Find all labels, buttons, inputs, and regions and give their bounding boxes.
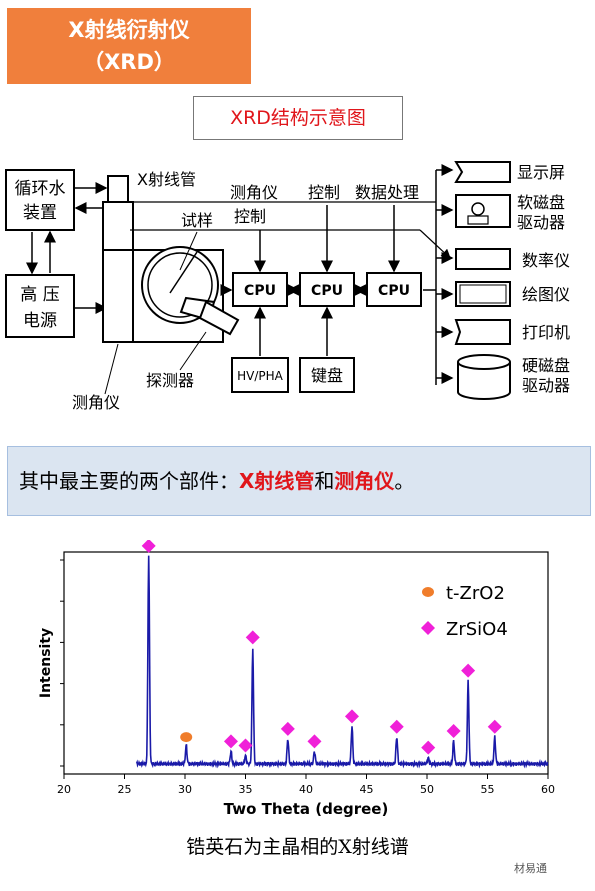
- peak-marker-zrsio4-9: [421, 740, 436, 755]
- x-tick-label-8: 60: [541, 783, 555, 796]
- data-processing-label: 数据处理: [355, 183, 419, 202]
- control-label: 控制: [308, 183, 340, 202]
- device-label-2: 数率仪: [522, 251, 570, 270]
- legend-label-1: ZrSiO4: [446, 619, 508, 640]
- xrd-line: [135, 555, 549, 769]
- device-label-1b: 驱动器: [517, 213, 565, 232]
- device-label-5: 硬磁盘: [522, 356, 570, 375]
- caption-mid: 和: [314, 469, 335, 493]
- xray-tube-top: [107, 175, 129, 203]
- detector-head: [198, 300, 240, 336]
- sample-label: 试样: [181, 211, 213, 230]
- cpu-label-2: CPU: [311, 283, 343, 299]
- goniometer-control-label-2: 控制: [234, 207, 266, 226]
- title-banner: X射线衍射仪 （XRD）: [7, 8, 251, 84]
- peak-marker-zrsio4-2: [223, 734, 238, 749]
- peak-marker-zrsio4-5: [280, 721, 295, 736]
- peak-marker-zrsio4-6: [307, 734, 322, 749]
- device-label-4: 打印机: [522, 323, 570, 342]
- hard-disk-device-icon: [457, 362, 511, 400]
- cpu-box-3: [366, 272, 422, 307]
- goniometer-label: 测角仪: [72, 393, 120, 412]
- legend-marker-1: [421, 621, 435, 635]
- display-device-icon: [454, 161, 511, 183]
- x-tick-label-1: 25: [118, 783, 132, 796]
- x-tick-label-5: 45: [360, 783, 374, 796]
- peak-marker-zrsio4-0: [141, 540, 156, 553]
- peak-marker-zrsio4-8: [389, 719, 404, 734]
- diagram-subtitle: XRD结构示意图: [193, 96, 403, 140]
- hvpha-box: [231, 357, 289, 393]
- power-label-2: 电源: [23, 311, 57, 331]
- title-line2: （XRD）: [83, 50, 175, 74]
- legend-marker-0: [422, 587, 434, 597]
- xrd-schematic: 循环水 装置 高 压 电源 X射线管 试样 测角仪 探测器 测角仪 控制 控制 …: [5, 161, 570, 412]
- hvpha-label: HV/PHA: [237, 369, 284, 383]
- x-tick-label-6: 50: [420, 783, 434, 796]
- device-label-1: 软磁盘: [517, 193, 565, 212]
- figure-caption: 锆英石为主晶相的X射线谱: [186, 836, 409, 858]
- peak-marker-zrsio4-12: [487, 719, 502, 734]
- title-line1: X射线衍射仪: [68, 18, 190, 42]
- cooling-unit-box: [5, 169, 75, 231]
- device-label-0: 显示屏: [517, 163, 565, 182]
- ratemeter-device-icon: [455, 248, 511, 270]
- caption-part1: X射线管: [239, 469, 315, 493]
- detector-label: 探测器: [146, 371, 194, 390]
- peak-marker-zrsio4-10: [446, 723, 461, 738]
- cpu-box-2: [299, 272, 355, 307]
- x-tick-label-4: 40: [299, 783, 313, 796]
- x-tick-label-2: 30: [178, 783, 192, 796]
- xray-tube-body: [102, 201, 134, 251]
- printer-device-icon: [454, 319, 511, 345]
- peak-marker-zrsio4-4: [245, 630, 260, 645]
- x-axis-label: Two Theta (degree): [224, 800, 389, 818]
- keyboard-label: 键盘: [311, 366, 343, 385]
- x-tick-label-7: 55: [481, 783, 495, 796]
- power-supply-box: [5, 274, 75, 338]
- caption-suffix: 。: [394, 469, 415, 493]
- cpu-label-1: CPU: [244, 283, 276, 299]
- x-tick-label-3: 35: [239, 783, 253, 796]
- caption-prefix: 其中最主要的两个部件：: [19, 469, 239, 493]
- plotter-device-icon: [455, 281, 511, 307]
- key-components-caption: 其中最主要的两个部件：X射线管和测角仪。: [7, 446, 591, 516]
- cooling-label-1: 循环水: [15, 179, 66, 199]
- cpu-label-3: CPU: [378, 283, 410, 299]
- goniometer-control-label-1: 测角仪: [230, 183, 278, 202]
- legend-label-0: t-ZrO2: [446, 583, 505, 604]
- peak-marker-zro2-1: [180, 732, 193, 743]
- xray-tube-label: X射线管: [137, 170, 196, 189]
- keyboard-box: [299, 357, 355, 393]
- peak-marker-zrsio4-7: [344, 709, 359, 724]
- cooling-label-2: 装置: [23, 203, 57, 223]
- device-label-5b: 驱动器: [522, 376, 570, 395]
- power-label-1: 高 压: [20, 285, 59, 305]
- cpu-box-1: [232, 272, 288, 307]
- x-tick-label-0: 20: [57, 783, 71, 796]
- caption-part2: 测角仪: [334, 469, 395, 493]
- watermark: 材易通: [514, 862, 547, 875]
- peak-marker-zrsio4-11: [461, 663, 476, 678]
- device-label-3: 绘图仪: [522, 285, 570, 304]
- peak-marker-zrsio4-3: [238, 738, 253, 753]
- y-axis-label: Intensity: [38, 628, 54, 698]
